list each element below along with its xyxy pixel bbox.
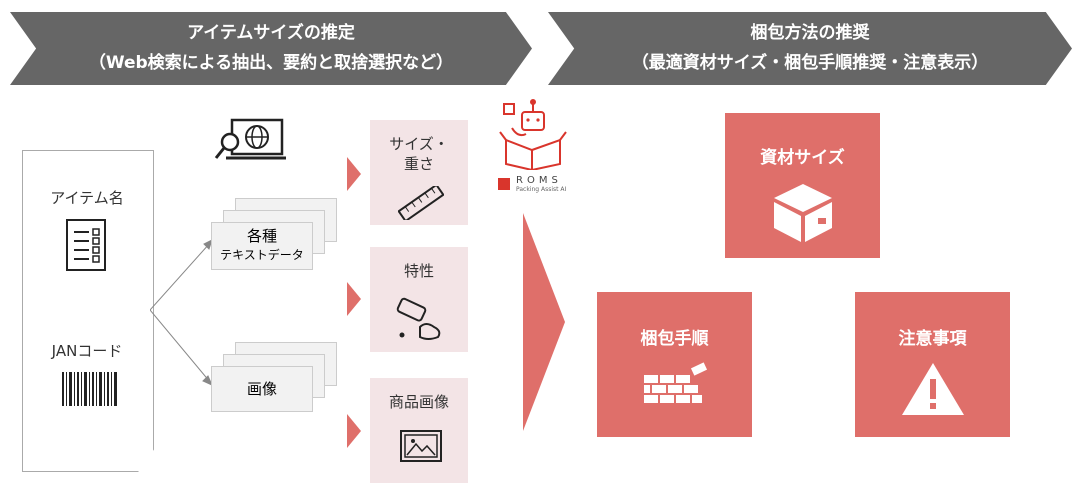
- text-data-source: 各種テキストデータ: [211, 222, 313, 270]
- brick-wall-icon: [643, 362, 707, 403]
- arrow-icon: [347, 157, 361, 191]
- roms-cube-icon: [498, 178, 510, 190]
- ruler-icon: [398, 186, 444, 220]
- header-estimate: アイテムサイズの推定 （Web検索による抽出、要約と取捨選択など）: [10, 12, 532, 85]
- header-subtitle: （最適資材サイズ・梱包手順推奨・注意表示）: [631, 53, 989, 73]
- jan-code-label: JANコード: [51, 342, 123, 360]
- roms-robot-logo: [499, 99, 567, 170]
- text-data-label: 各種: [246, 227, 277, 245]
- card-property: 特性: [370, 247, 468, 352]
- list-icon: [66, 219, 106, 271]
- big-arrow: [523, 213, 565, 431]
- branch-arrows: [150, 240, 213, 386]
- header-title: 梱包方法の推奨: [750, 23, 870, 43]
- logo-tagline: Packing Assist AI: [516, 186, 567, 193]
- card-label: 商品画像: [388, 393, 449, 411]
- card-size-weight: サイズ・重さ: [370, 120, 468, 225]
- header-recommend: 梱包方法の推奨 （最適資材サイズ・梱包手順推奨・注意表示）: [548, 12, 1072, 85]
- card-label: 特性: [403, 262, 434, 280]
- output-label: 資材サイズ: [760, 148, 845, 168]
- image-source: 画像: [211, 366, 313, 412]
- arrow-icon: [347, 282, 361, 316]
- output-material-size: 資材サイズ: [725, 113, 880, 258]
- box-icon: [773, 184, 832, 242]
- warning-icon: [901, 363, 964, 415]
- header-subtitle: （Web検索による抽出、要約と取捨選択など）: [88, 53, 454, 73]
- image-icon: [400, 430, 442, 462]
- output-label: 梱包手順: [640, 329, 709, 349]
- output-label: 注意事項: [898, 329, 967, 349]
- arrow-icon: [347, 414, 361, 448]
- item-name-label: アイテム名: [50, 189, 124, 207]
- spill-icon: [396, 297, 441, 340]
- text-data-label: テキストデータ: [220, 248, 304, 262]
- output-notes: 注意事項: [855, 292, 1010, 437]
- card-label: サイズ・: [389, 135, 449, 153]
- logo-name: ROMS: [516, 175, 562, 186]
- laptop-search-icon: [214, 118, 286, 160]
- barcode-icon: [62, 372, 117, 406]
- item-document: [22, 150, 154, 472]
- card-product-image: 商品画像: [370, 378, 468, 483]
- card-label: 重さ: [403, 155, 434, 173]
- output-packing-steps: 梱包手順: [597, 292, 752, 437]
- header-title: アイテムサイズの推定: [187, 23, 355, 43]
